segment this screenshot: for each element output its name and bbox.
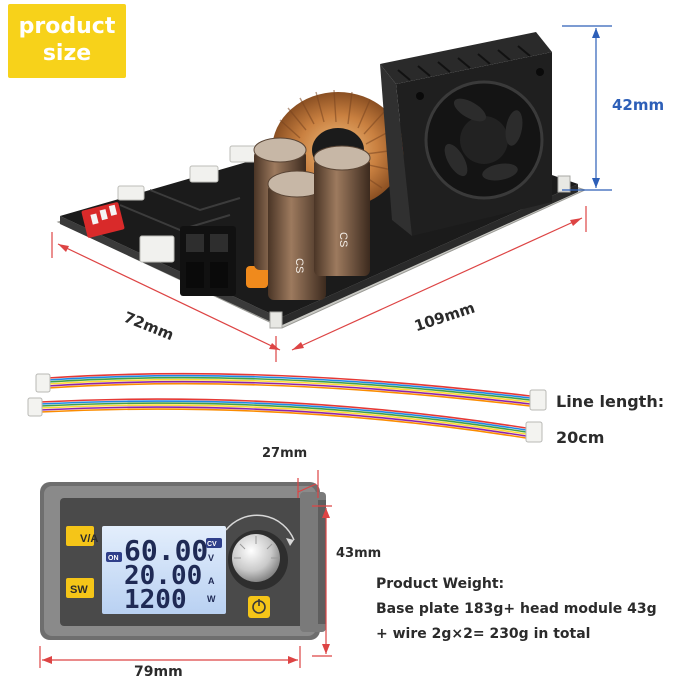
dimension-42mm: 42mm — [612, 96, 665, 114]
badge-line-1: product — [18, 14, 116, 39]
dimension-lines-board — [51, 25, 612, 362]
line-length-value: 20cm — [556, 428, 605, 447]
cv-indicator: CV — [207, 541, 217, 548]
capacitor-label: CS — [293, 258, 305, 273]
dimension-79mm: 79mm — [134, 664, 183, 680]
product-size-badge: product size — [8, 4, 126, 78]
unit-a: A — [208, 576, 215, 586]
capacitor-3: CS — [313, 145, 371, 276]
unit-w: W — [207, 594, 216, 604]
ribbon-cables — [27, 372, 547, 443]
capacitor-2: CS — [267, 170, 327, 300]
dimension-27mm: 27mm — [262, 446, 308, 461]
weight-title: Product Weight: — [376, 576, 505, 592]
current-readout: 20.00 — [124, 561, 202, 591]
weight-line-2: + wire 2g×2= 230g in total — [376, 626, 591, 642]
display-module — [40, 482, 326, 640]
sw-button[interactable]: SW — [70, 584, 88, 596]
va-button[interactable]: V/A — [80, 533, 98, 545]
voltage-readout: 60.00 — [124, 534, 208, 567]
converter-board: CS CS CS — [56, 32, 587, 329]
on-indicator: ON — [108, 555, 119, 562]
dimension-43mm: 43mm — [336, 546, 382, 561]
line-length-label: Line length: — [556, 392, 665, 411]
dimension-lines-panel — [39, 470, 332, 668]
capacitor-label: CS — [337, 232, 349, 247]
cooling-fan — [380, 32, 552, 236]
badge-line-2: size — [42, 41, 92, 66]
unit-v: V — [208, 553, 214, 563]
weight-line-1: Base plate 183g+ head module 43g — [376, 601, 657, 617]
power-readout: 1200 — [124, 585, 187, 615]
